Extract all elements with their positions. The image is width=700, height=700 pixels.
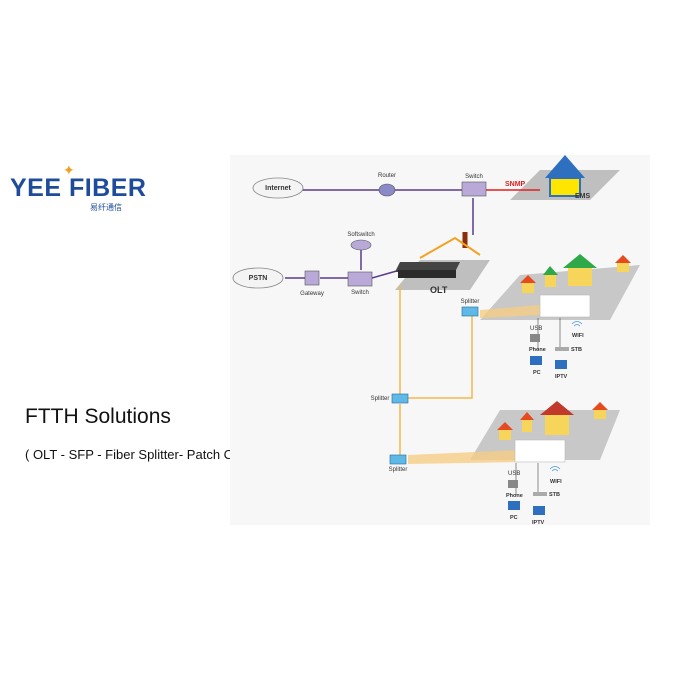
svg-text:Splitter: Splitter xyxy=(461,299,480,305)
upper-phone-label: Phone xyxy=(529,347,546,353)
lower-wifi-icon xyxy=(549,466,561,472)
fiber-bundle-upper xyxy=(480,305,540,318)
lower-wifi-label: WIFI xyxy=(550,479,562,485)
upper-iptv-icon xyxy=(555,360,567,369)
logo-text: YEE FIBER xyxy=(10,174,147,202)
fiber-splitter-b-a xyxy=(408,313,473,399)
snmp-label: SNMP xyxy=(505,181,526,188)
lower-stb-icon xyxy=(533,492,547,496)
svg-text:Softswitch: Softswitch xyxy=(347,232,374,238)
svg-text:EMS: EMS xyxy=(575,193,591,200)
fiber-bundle-lower xyxy=(408,450,520,464)
svg-text:Internet: Internet xyxy=(265,185,291,192)
splitter-a: Splitter xyxy=(461,299,480,317)
upper-pc-icon xyxy=(530,356,542,365)
lower-phone-label: Phone xyxy=(506,493,523,499)
pstn-cloud: PSTN xyxy=(232,267,284,289)
svg-text:Splitter: Splitter xyxy=(389,467,408,473)
olt-device: OLT xyxy=(395,232,481,295)
splitter-b: Splitter xyxy=(371,393,409,404)
svg-text:Switch: Switch xyxy=(465,174,483,180)
gateway-icon: Gateway xyxy=(300,270,324,297)
upper-wifi-label: WIFI xyxy=(572,333,584,339)
upper-site-ground xyxy=(480,265,640,320)
splitter-c: Splitter xyxy=(389,454,408,473)
upper-site-devices: USB WIFI Phone STB PC IPTV xyxy=(529,318,584,380)
onu-upper xyxy=(539,294,591,318)
lower-pc-icon xyxy=(508,501,520,510)
svg-text:Router: Router xyxy=(378,173,396,179)
switch-mid-icon: Switch xyxy=(347,271,373,296)
svg-text:Splitter: Splitter xyxy=(371,396,390,402)
svg-text:Switch: Switch xyxy=(351,290,369,296)
svg-text:Gateway: Gateway xyxy=(300,291,324,297)
lower-iptv-label: IPTV xyxy=(532,520,545,526)
logo-cn-text: 易纤通信 xyxy=(90,203,122,212)
lower-site-houses xyxy=(497,401,608,463)
lower-iptv-icon xyxy=(533,506,545,515)
internet-cloud: Internet xyxy=(252,177,304,199)
page-title: FTTH Solutions xyxy=(25,405,171,428)
softswitch-icon: Softswitch xyxy=(347,232,375,251)
upper-usb-label: USB xyxy=(530,326,542,332)
upper-site-houses xyxy=(520,254,631,318)
upper-phone-icon xyxy=(530,334,540,342)
upper-iptv-label: IPTV xyxy=(555,374,568,380)
lower-usb-label: USB xyxy=(508,471,520,477)
switch-top-icon: Switch xyxy=(461,174,487,197)
svg-text:OLT: OLT xyxy=(430,285,448,295)
router-icon: Router xyxy=(378,173,396,197)
olt-roof xyxy=(419,236,481,259)
diagram-background xyxy=(230,155,650,525)
upper-stb-icon xyxy=(555,347,569,351)
svg-text:PSTN: PSTN xyxy=(249,275,268,282)
upper-wifi-icon xyxy=(571,321,583,327)
lower-phone-icon xyxy=(508,480,518,488)
lower-stb-label: STB xyxy=(549,492,560,498)
lower-site-devices: USB WIFI Phone STB PC IPTV xyxy=(506,463,562,526)
lower-pc-label: PC xyxy=(510,515,518,521)
upper-pc-label: PC xyxy=(533,370,541,376)
upper-stb-label: STB xyxy=(571,347,582,353)
onu-lower xyxy=(514,439,566,463)
star-icon: ✦ xyxy=(63,162,75,178)
ems-house-icon: EMS xyxy=(545,155,591,200)
logo: ✦ YEE FIBER 易纤通信 xyxy=(10,160,150,220)
